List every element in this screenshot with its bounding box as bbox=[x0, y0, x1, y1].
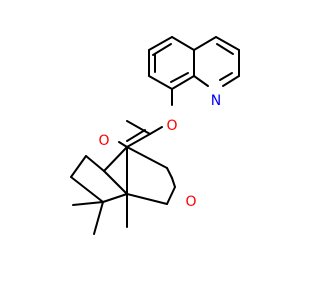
bond bbox=[126, 146, 168, 169]
bond bbox=[103, 146, 128, 172]
bond bbox=[216, 43, 234, 55]
ketone-oxygen-atom-label: O bbox=[185, 194, 196, 210]
bond bbox=[193, 75, 209, 87]
nitrogen-atom-label: N bbox=[211, 93, 221, 109]
bond bbox=[85, 155, 105, 172]
carbonyl-oxygen-atom-label: O bbox=[98, 133, 109, 149]
bond bbox=[193, 36, 217, 51]
bond bbox=[70, 155, 87, 178]
bond bbox=[171, 177, 176, 188]
bond bbox=[72, 201, 104, 206]
bond bbox=[219, 72, 233, 81]
bond bbox=[102, 193, 128, 203]
bond bbox=[222, 75, 240, 87]
bond bbox=[148, 75, 173, 90]
bond bbox=[166, 186, 176, 205]
bond bbox=[171, 75, 195, 90]
bond bbox=[215, 36, 240, 51]
bond bbox=[93, 201, 104, 235]
bond bbox=[118, 141, 128, 148]
bond bbox=[152, 43, 172, 56]
bond bbox=[166, 167, 173, 179]
bonds bbox=[70, 36, 240, 235]
molecule-structure: N O O O bbox=[70, 36, 240, 235]
bond bbox=[170, 72, 189, 83]
bond bbox=[148, 36, 173, 51]
ester-oxygen-atom-label: O bbox=[166, 118, 177, 134]
bond bbox=[149, 126, 163, 135]
bond bbox=[70, 176, 104, 203]
atom-labels: N O O O bbox=[98, 93, 221, 210]
bond bbox=[126, 129, 146, 142]
bond bbox=[171, 36, 195, 51]
molecule-canvas: N O O O bbox=[70, 36, 240, 235]
bond bbox=[126, 193, 168, 205]
bond bbox=[126, 133, 151, 148]
bond bbox=[126, 120, 151, 135]
bond bbox=[103, 170, 128, 195]
